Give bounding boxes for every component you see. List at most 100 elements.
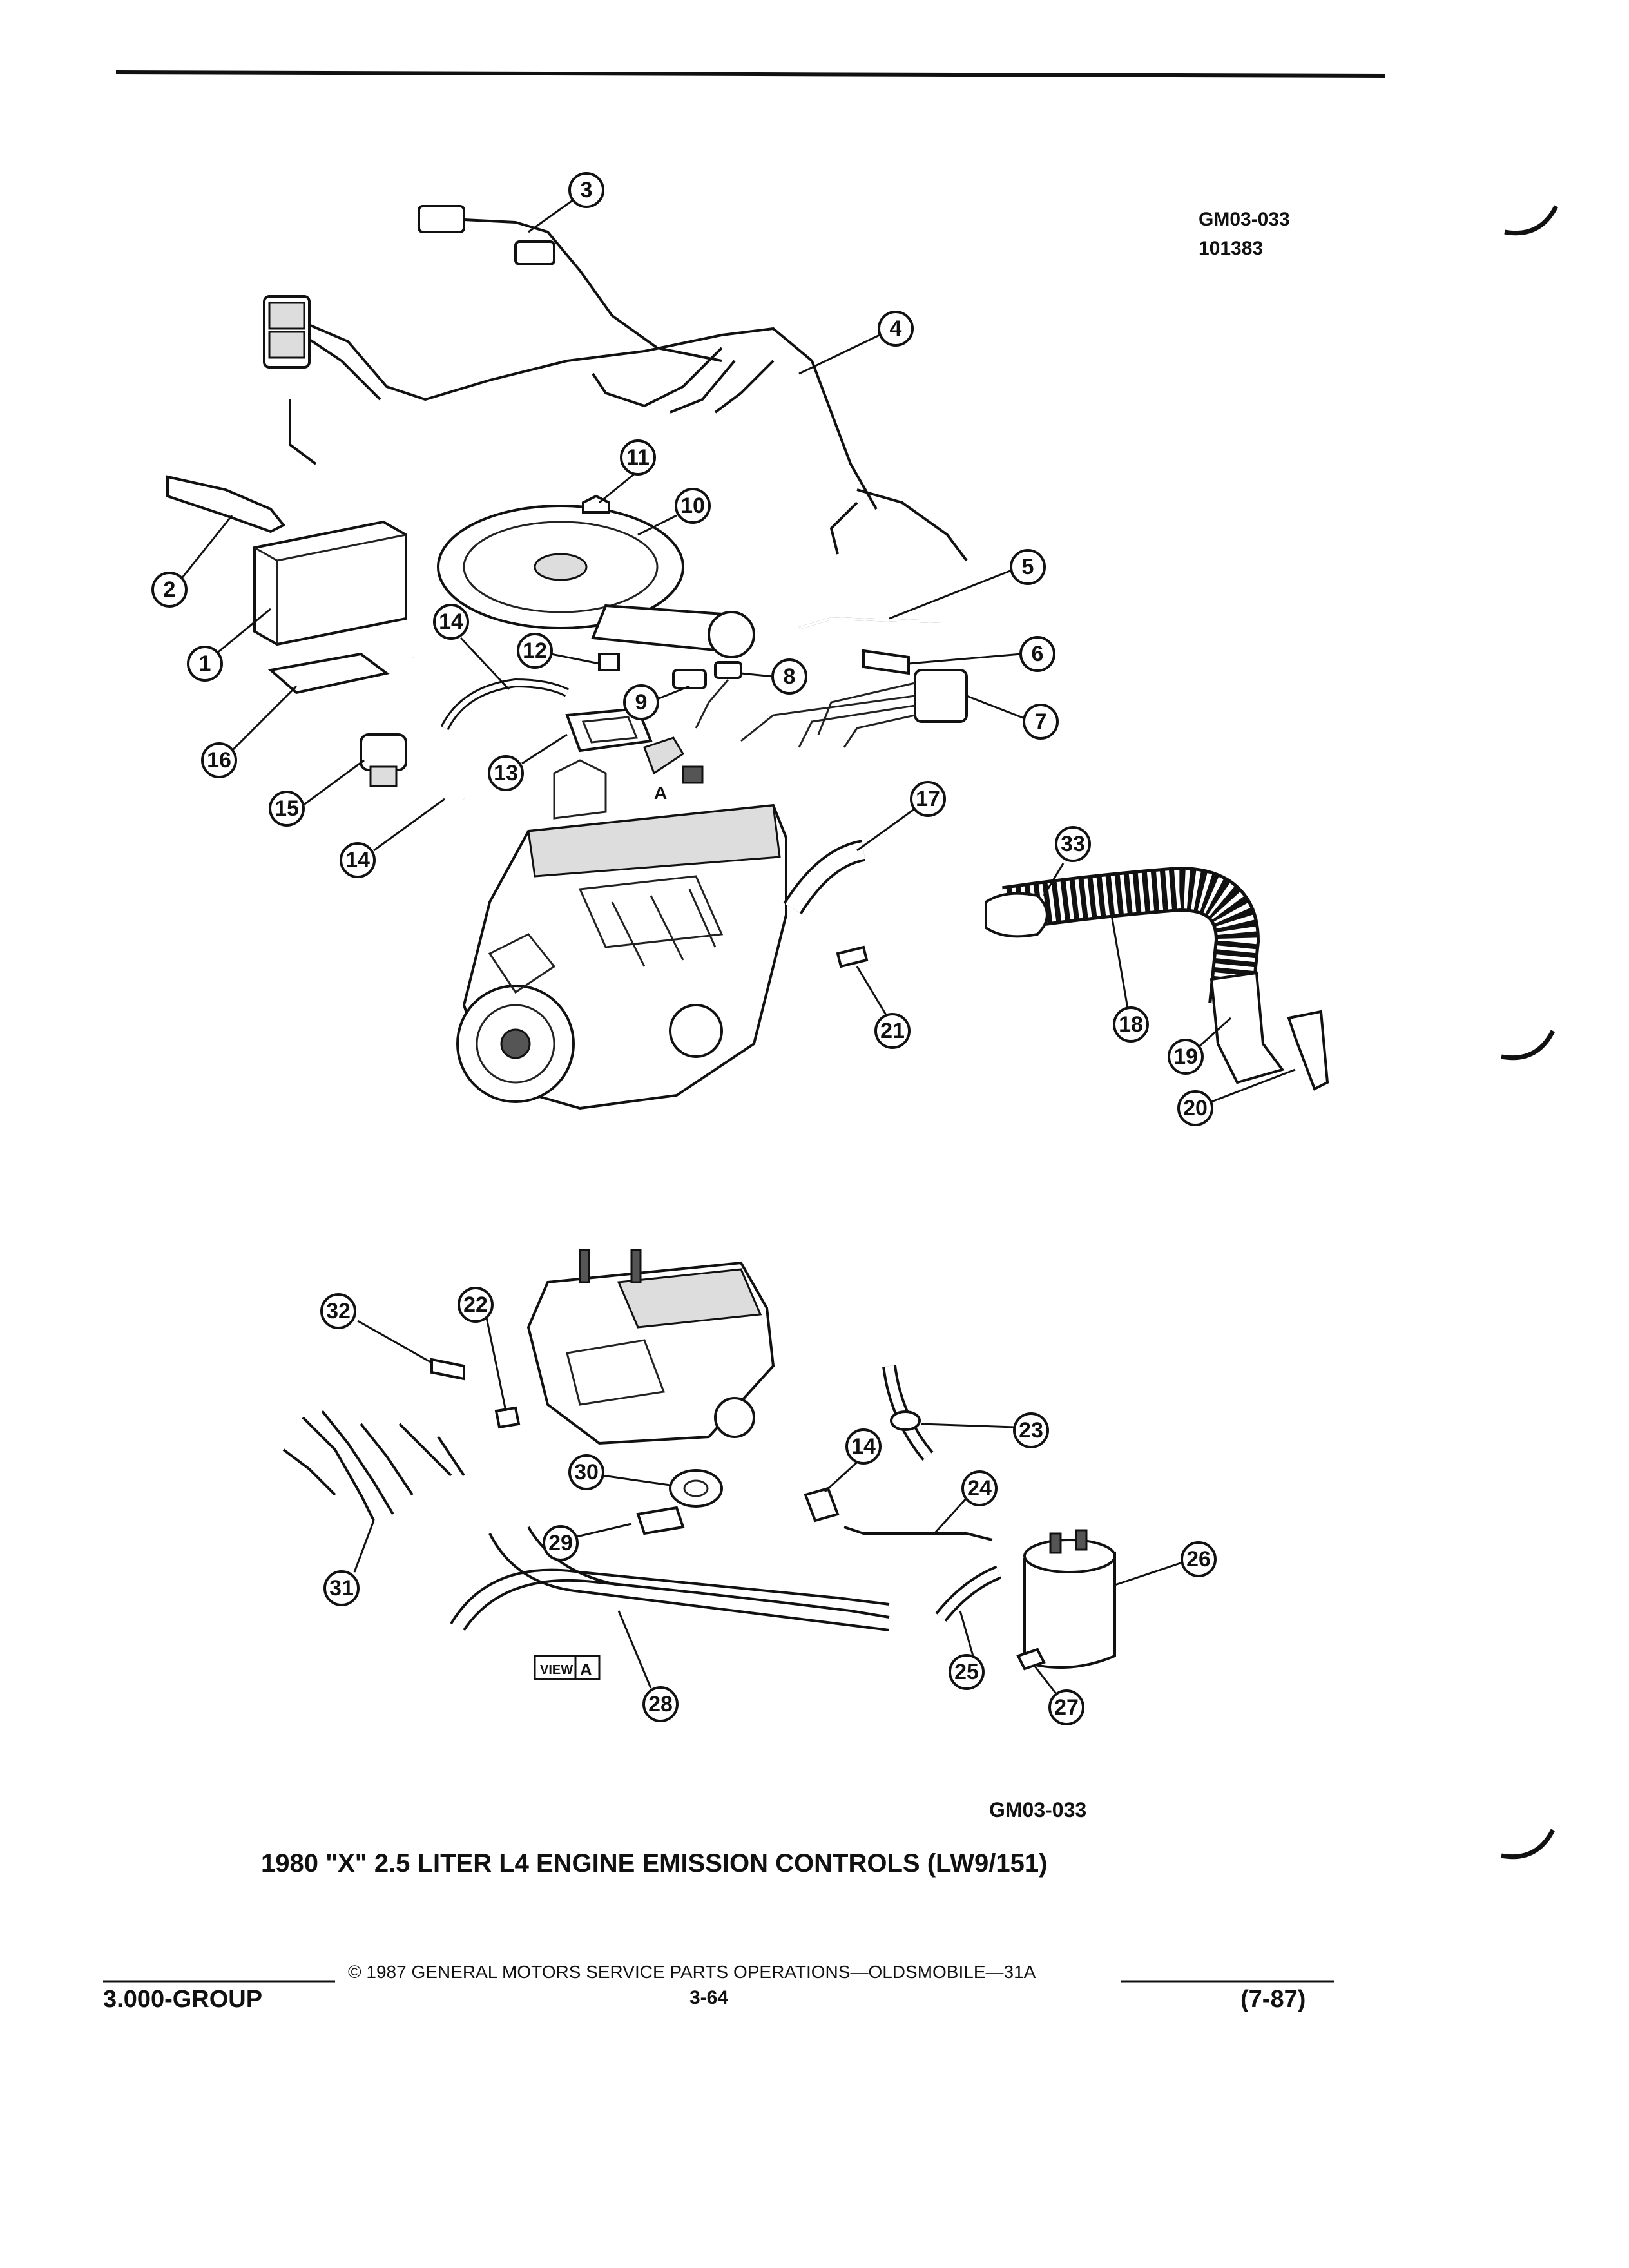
callout-2: 2 (151, 572, 188, 608)
svg-text:24: 24 (967, 1476, 992, 1501)
svg-text:21: 21 (880, 1019, 905, 1043)
svg-text:2: 2 (164, 577, 176, 602)
radiator-hose (785, 842, 865, 913)
hose-clamp (890, 1410, 921, 1431)
callout-12: 12 (517, 633, 553, 669)
vacuum-hose (442, 680, 568, 729)
svg-text:30: 30 (574, 1460, 599, 1485)
svg-text:9: 9 (635, 690, 648, 715)
egr-gasket-hole (683, 1479, 709, 1497)
footer-group: 3.000-GROUP (103, 1986, 262, 2013)
svg-text:26: 26 (1186, 1547, 1211, 1571)
egr-pipe (798, 617, 941, 629)
svg-text:23: 23 (1019, 1418, 1043, 1443)
svg-text:5: 5 (1022, 555, 1034, 579)
callout-19: 19 (1168, 1039, 1204, 1075)
svg-text:4: 4 (890, 316, 902, 341)
callout-29: 29 (543, 1525, 579, 1561)
vapor-canister (1023, 1529, 1116, 1669)
temperature-sensor (430, 1358, 465, 1381)
svg-text:6: 6 (1032, 642, 1044, 666)
callout-1: 1 (187, 646, 223, 682)
air-cleaner-assembly (437, 505, 755, 658)
svg-text:13: 13 (494, 761, 518, 785)
callout-9: 9 (623, 684, 659, 720)
svg-text:14: 14 (439, 610, 463, 634)
view-pointer (643, 736, 685, 775)
callout-14c: 14 (845, 1428, 882, 1465)
fitting (598, 653, 620, 671)
spark-plug-wires (450, 1526, 890, 1631)
callout-5: 5 (1010, 549, 1046, 585)
header-ref-code: GM03-033 (1199, 209, 1290, 230)
svg-text:22: 22 (463, 1293, 488, 1317)
svg-text:29: 29 (548, 1531, 573, 1555)
svg-text:31: 31 (329, 1576, 354, 1600)
callout-4: 4 (878, 311, 914, 347)
egr-valve (636, 1506, 685, 1535)
callout-11: 11 (620, 439, 656, 476)
footer-copyright: © 1987 GENERAL MOTORS SERVICE PARTS OPER… (348, 1962, 1036, 1982)
callout-16: 16 (201, 742, 237, 778)
svg-text:20: 20 (1183, 1096, 1208, 1120)
callout-30: 30 (568, 1454, 604, 1490)
svg-text:25: 25 (954, 1660, 979, 1684)
check-valve (714, 661, 742, 679)
coolant-sensor (836, 945, 869, 968)
svg-text:27: 27 (1054, 1695, 1079, 1720)
callout-7: 7 (1023, 704, 1059, 740)
canister-clip (1016, 1648, 1046, 1671)
callouts: 1 2 3 4 5 6 7 8 9 10 11 12 13 14 14 15 1… (151, 172, 1217, 1725)
electronic-control-module (253, 520, 407, 646)
callout-28: 28 (642, 1686, 679, 1722)
svg-text:14: 14 (851, 1434, 876, 1459)
vapor-pipe (843, 1526, 993, 1541)
hose-connector (672, 669, 707, 689)
view-label-word: VIEW (540, 1663, 573, 1677)
callout-14a: 14 (433, 604, 469, 640)
view-label-box (534, 1655, 601, 1680)
callout-32: 32 (320, 1293, 356, 1329)
callout-20: 20 (1177, 1090, 1213, 1126)
canister-hose (937, 1568, 1001, 1620)
binder-mark (1504, 205, 1559, 236)
svg-text:8: 8 (784, 664, 796, 689)
svg-text:12: 12 (523, 639, 547, 663)
callout-15: 15 (269, 791, 305, 827)
callout-33: 33 (1055, 826, 1091, 862)
svg-text:1: 1 (199, 651, 211, 676)
duct-bracket (1287, 1010, 1329, 1091)
view-label-letter: A (580, 1660, 592, 1679)
callout-leaders (179, 198, 1296, 1695)
footer-page-number: 3-64 (689, 1987, 728, 2008)
vacuum-line (695, 679, 729, 729)
wiring-harness (263, 205, 968, 562)
view-pointer-letter: A (654, 783, 667, 803)
vacuum-hose-harness (282, 1410, 465, 1521)
flexible-air-duct (985, 866, 1260, 1008)
svg-text:17: 17 (916, 787, 940, 811)
svg-text:11: 11 (626, 445, 650, 470)
vacuum-solenoid (360, 733, 407, 787)
callout-6: 6 (1019, 636, 1055, 672)
callout-27: 27 (1048, 1689, 1084, 1725)
callout-3: 3 (568, 172, 604, 208)
callout-13: 13 (488, 755, 524, 791)
carburetor-assembly (526, 1249, 775, 1445)
callout-18: 18 (1113, 1006, 1149, 1043)
svg-text:18: 18 (1119, 1012, 1143, 1037)
vacuum-hose (400, 656, 465, 802)
callout-25: 25 (949, 1654, 985, 1690)
svg-text:10: 10 (680, 494, 705, 518)
egr-gasket (669, 1469, 723, 1508)
callout-10: 10 (675, 488, 711, 524)
ecm-bracket (166, 475, 286, 533)
svg-text:32: 32 (326, 1299, 351, 1323)
callout-26: 26 (1181, 1541, 1217, 1577)
svg-text:14: 14 (345, 848, 370, 872)
svg-text:28: 28 (648, 1692, 673, 1716)
svg-text:7: 7 (1035, 709, 1047, 734)
svg-text:33: 33 (1061, 832, 1085, 856)
